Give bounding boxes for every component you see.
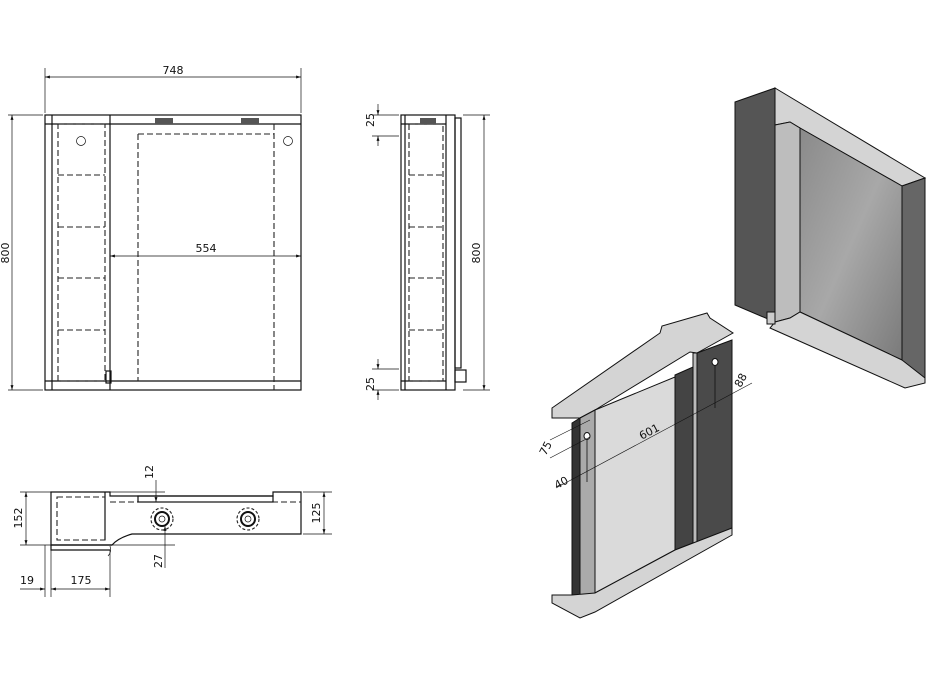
top-view: 152 125 12 27 19 175	[12, 465, 332, 597]
hole-icon	[711, 358, 719, 366]
iso-back-view	[734, 87, 927, 389]
dim-side-height: 800	[470, 243, 483, 264]
dim-width: 748	[163, 64, 184, 77]
dim-edge: 19	[20, 574, 34, 587]
hole-icon	[283, 136, 293, 146]
front-view: 748 800 554	[0, 64, 302, 391]
dim-offset: 12	[143, 465, 156, 479]
side-view: 25 25 800	[364, 104, 490, 400]
dim-depth: 152	[12, 508, 25, 529]
iso-front-view	[549, 312, 753, 619]
hinge-icon	[155, 118, 173, 124]
dim-hole: 27	[152, 554, 165, 568]
fixing-hole-icon	[236, 507, 260, 531]
dim-bottom: 25	[364, 377, 377, 391]
dim-cabinet: 175	[71, 574, 92, 587]
dim-top: 25	[364, 113, 377, 127]
fixing-hole-icon	[150, 507, 174, 531]
dim-depth-right: 125	[310, 503, 323, 524]
hinge-icon	[241, 118, 259, 124]
dim-height: 800	[0, 243, 12, 264]
dim-inner-width: 554	[196, 242, 217, 255]
dim-hole-top: 75	[537, 439, 555, 457]
dim-hole-edge: 40	[552, 474, 570, 492]
hole-icon	[76, 136, 86, 146]
dim-hole-right: 88	[732, 371, 750, 389]
